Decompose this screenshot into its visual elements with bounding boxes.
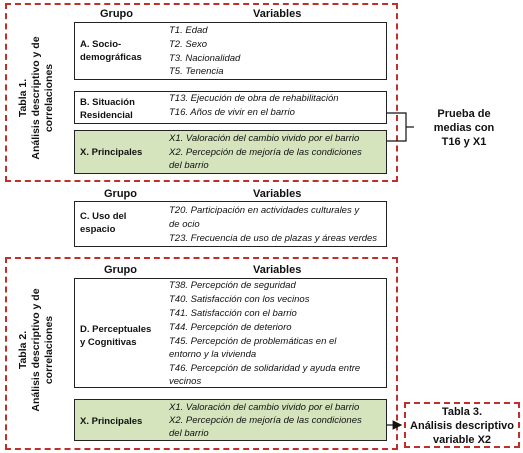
group-x-box-tabla1	[74, 130, 387, 174]
group-a-box	[74, 22, 387, 80]
var-t45: T45. Percepción de problemáticas en el	[169, 336, 337, 347]
var-t44: T44. Percepción de deterioro	[169, 322, 292, 333]
tabla3-subtitle: Análisis descriptivo	[410, 420, 514, 432]
group-c-box	[74, 201, 387, 247]
var-t45-cont: entorno y la vivienda	[169, 349, 257, 360]
var-x2-tabla2-cont: del barrio	[169, 428, 209, 439]
var-t40: T40. Satisfacción con los vecinos	[169, 294, 310, 305]
tabla2-header-variables: Variables	[253, 264, 302, 276]
tabla3-title: Tabla 3.	[441, 406, 483, 418]
var-x2-tabla2: X2. Percepción de mejoría de las condici…	[169, 415, 362, 426]
var-t20: T20. Participación en actividades cultur…	[169, 205, 360, 216]
tabla2-header-grupo: Grupo	[104, 264, 137, 276]
group-b-box	[74, 91, 387, 124]
tabla3-subtitle-2: variable X2	[432, 434, 492, 446]
tabla1-header-grupo: Grupo	[100, 8, 133, 20]
var-t13: T13. Ejecución de obra de rehabilitación	[169, 93, 339, 104]
var-x2-tabla1: X2. Percepción de mejoría de las condici…	[169, 147, 362, 158]
var-t5: T5. Tenencia	[169, 66, 224, 77]
var-t46: T46. Percepción de solidaridad y ayuda e…	[169, 363, 361, 374]
tabla3-region	[404, 402, 520, 448]
group-x-label-tabla1: X. Principales	[80, 147, 143, 158]
var-t2: T2. Sexo	[169, 39, 208, 50]
var-t20-cont: de ocio	[169, 219, 200, 230]
group-x-label-tabla2: X. Principales	[80, 416, 143, 427]
var-t46-cont: vecinos	[169, 376, 202, 387]
group-d-label: D. Perceptuales y Cognitivas	[80, 324, 152, 348]
var-t41: T41. Satisfacción con el barrio	[169, 308, 297, 319]
middle-header-grupo: Grupo	[104, 188, 137, 200]
tabla2-region	[5, 257, 398, 450]
tabla1-header-variables: Variables	[253, 8, 302, 20]
group-a-label: A. Socio- demográficas	[80, 39, 142, 63]
bracket-line-t16-x1	[387, 112, 407, 142]
var-x2-tabla1-cont: del barrio	[169, 160, 209, 171]
var-t23: T23. Frecuencia de uso de plazas y áreas…	[169, 233, 378, 244]
prueba-medias-label: Prueba de medias con T16 y X1	[433, 108, 495, 148]
tabla1-region	[5, 3, 398, 182]
tabla3-label: Tabla 3. Análisis descriptivo variable X…	[404, 405, 520, 447]
var-t3: T3. Nacionalidad	[169, 53, 241, 64]
group-c-label: C. Uso del espacio	[80, 211, 127, 235]
var-t1: T1. Edad	[169, 25, 208, 36]
group-d-box	[74, 278, 387, 388]
var-t38: T38. Percepción de seguridad	[169, 280, 296, 291]
var-x1-tabla2: X1. Valoración del cambio vivido por el …	[169, 402, 360, 413]
group-x-box-tabla2	[74, 399, 387, 441]
group-b-label: B. Situación Residencial	[80, 97, 135, 121]
var-x1-tabla1: X1. Valoración del cambio vivido por el …	[169, 133, 360, 144]
middle-header-variables: Variables	[253, 188, 302, 200]
var-t16: T16. Años de vivir en el barrio	[169, 107, 295, 118]
